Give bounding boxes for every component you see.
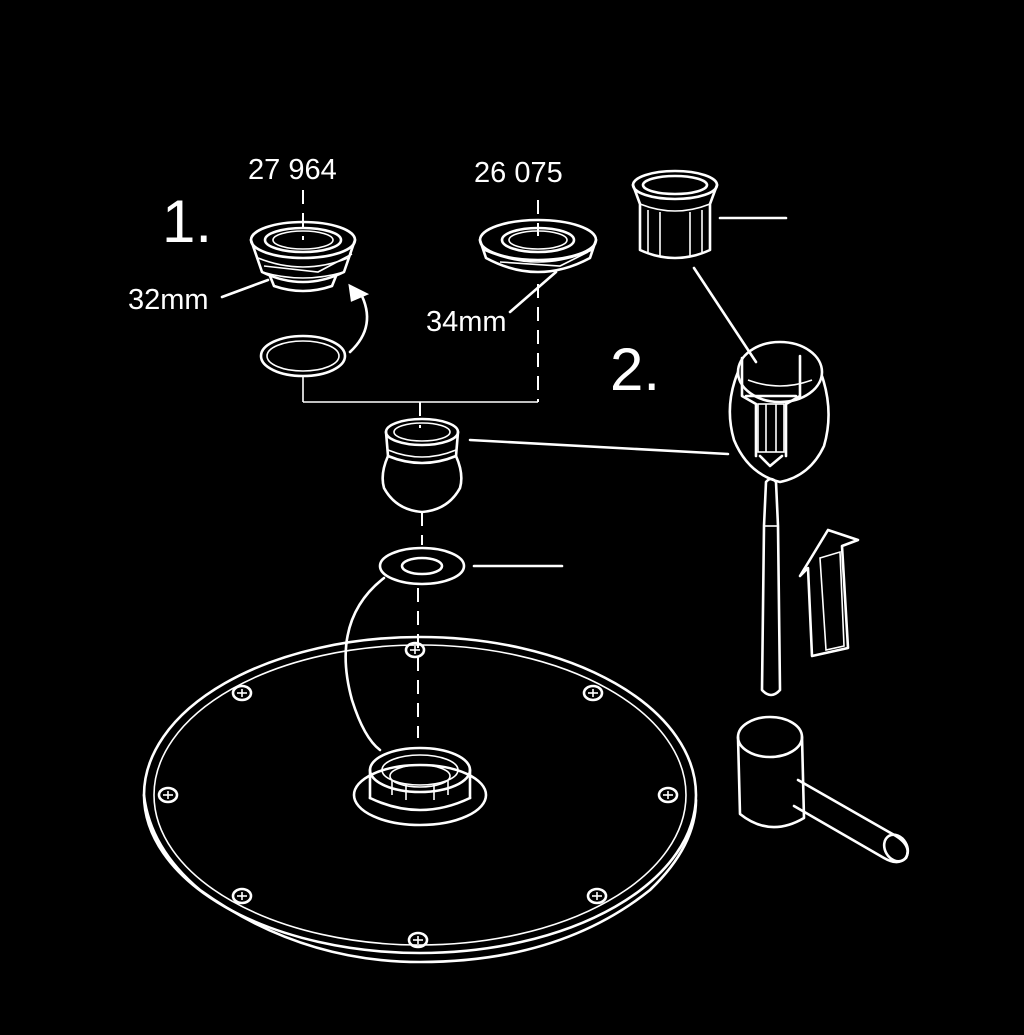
step-2-label: 2. — [610, 336, 660, 403]
hammer-icon — [736, 715, 910, 864]
leader-32mm — [220, 278, 270, 299]
adapter-ring-27964 — [249, 190, 357, 293]
size-label-b: 34mm — [426, 306, 507, 338]
part-number-a: 27 964 — [248, 154, 337, 186]
step-1-label: 1. — [162, 188, 212, 255]
size-label-a: 32mm — [128, 284, 209, 316]
curved-arrow-oring — [348, 290, 369, 354]
punch-tool — [760, 477, 782, 697]
adapter-ring-26075 — [478, 200, 598, 274]
up-arrow-icon — [798, 528, 860, 658]
o-ring-small — [259, 334, 347, 378]
curved-arrow-head — [348, 283, 370, 302]
ball-joint-cutaway — [728, 340, 830, 484]
shower-plate — [142, 635, 698, 964]
washer — [378, 546, 466, 586]
ball-joint — [381, 417, 463, 514]
sleeve-insert — [631, 169, 719, 260]
plate-screws — [157, 641, 679, 949]
leader-34mm — [508, 270, 558, 314]
part-number-b: 26 075 — [474, 157, 563, 189]
curved-path-washer — [344, 576, 386, 752]
ball-joint-leader — [468, 438, 730, 456]
